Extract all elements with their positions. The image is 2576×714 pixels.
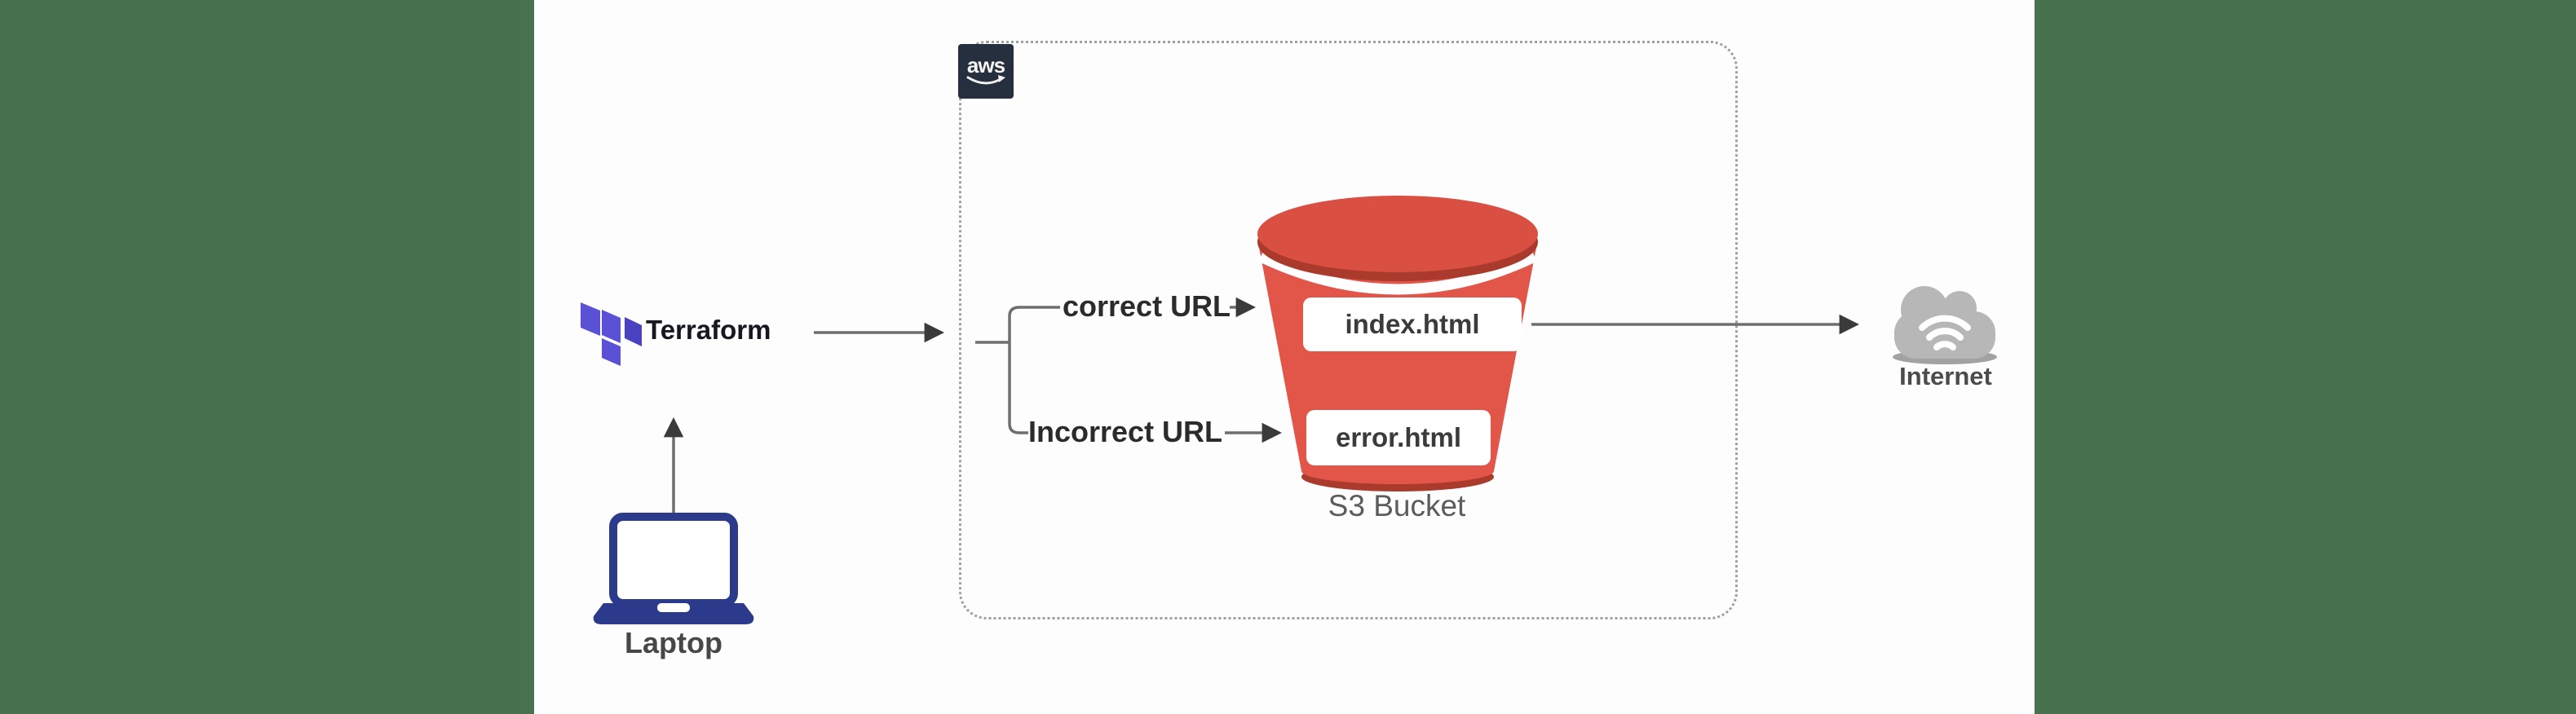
correct-url-label: correct URL — [1063, 289, 1231, 323]
s3-bucket-label: S3 Bucket — [1328, 489, 1466, 522]
right-letterbox-bar — [2035, 0, 2576, 714]
incorrect-url-label: Incorrect URL — [1028, 415, 1223, 448]
error-file-label: error.html — [1335, 422, 1462, 452]
terraform-logo-icon — [581, 302, 642, 366]
aws-logo-text: aws — [966, 52, 1005, 77]
laptop-icon — [593, 513, 754, 624]
internet-cloud-icon — [1893, 286, 1997, 364]
index-file-label: index.html — [1345, 309, 1480, 339]
index-file-box: index.html — [1303, 298, 1522, 351]
aws-smile-icon — [966, 74, 1005, 84]
internet-label: Internet — [1899, 362, 1992, 390]
error-file-box: error.html — [1306, 410, 1491, 465]
left-letterbox-bar — [0, 0, 534, 714]
laptop-label: Laptop — [625, 626, 722, 659]
aws-cloud-boundary — [959, 41, 1738, 619]
terraform-label: Terraform — [646, 315, 771, 345]
aws-logo-icon: aws — [958, 44, 1014, 99]
